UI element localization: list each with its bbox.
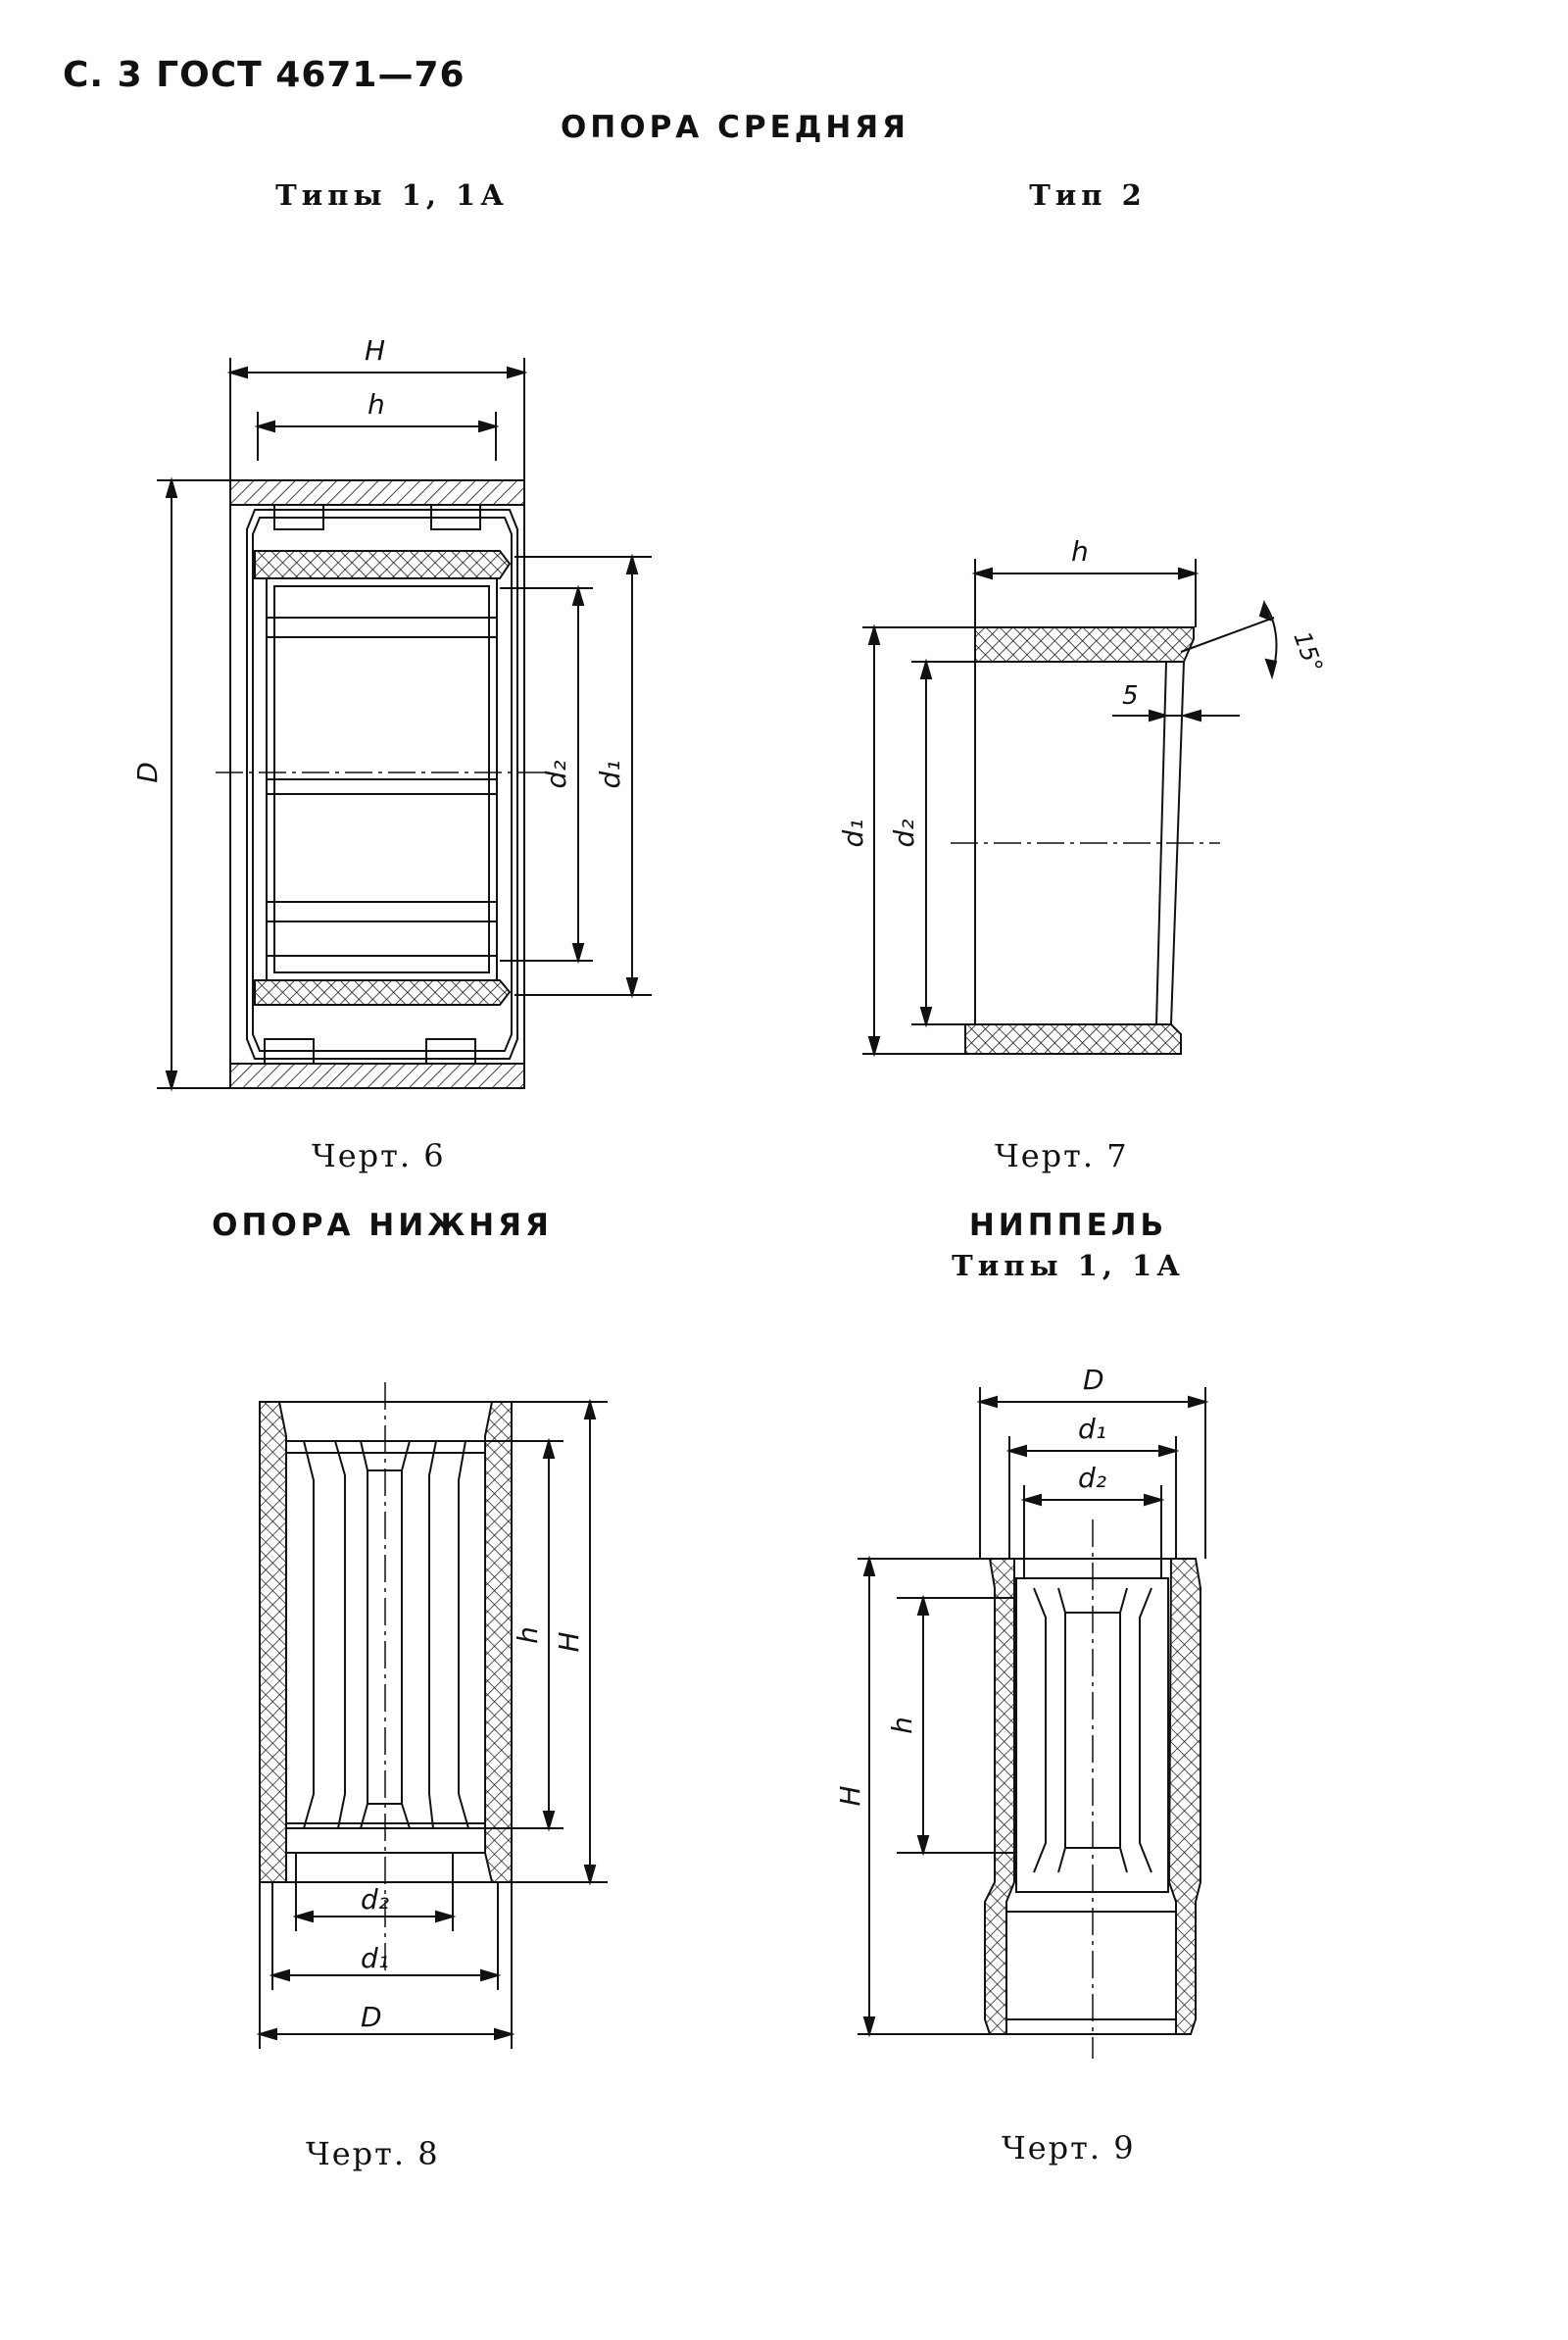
lower-support-title: ОПОРА НИЖНЯЯ — [212, 1208, 553, 1243]
fig9-label-H: H — [834, 1785, 866, 1806]
fig6-label-H: H — [365, 334, 385, 367]
figure-7-caption: Черт. 7 — [995, 1137, 1129, 1174]
middle-support-title: ОПОРА СРЕДНЯЯ — [560, 110, 910, 145]
fig7-label-h: h — [1071, 535, 1089, 568]
nipple-subtitle: Типы 1, 1А — [952, 1249, 1185, 1282]
page-header: С. 3 ГОСТ 4671—76 — [63, 55, 466, 95]
fig9-label-D: D — [1083, 1364, 1104, 1396]
fig9-label-h: h — [886, 1717, 918, 1734]
figure-8-caption: Черт. 8 — [306, 2135, 440, 2172]
fig6-label-d2: d₂ — [540, 761, 572, 789]
fig8-label-h: h — [512, 1626, 544, 1644]
fig6-label-h: h — [368, 388, 385, 421]
middle-support-types-subtitle: Типы 1, 1А — [275, 178, 509, 212]
nipple-title: НИППЕЛЬ — [968, 1208, 1168, 1243]
fig8-label-D: D — [361, 2001, 382, 2033]
fig7-label-d2: d₂ — [888, 820, 920, 848]
fig8-label-d1: d₁ — [361, 1942, 389, 1974]
figure-7-type2-support-drawing: h 5 15° d₁ d₂ — [837, 535, 1328, 1058]
figure-6-caption: Черт. 6 — [312, 1137, 446, 1174]
fig8-label-d2: d₂ — [361, 1883, 389, 1916]
figure-9-caption: Черт. 9 — [1002, 2129, 1136, 2166]
fig7-label-angle: 15° — [1288, 627, 1328, 676]
figure-9-nipple-drawing: D d₁ d₂ H h — [834, 1364, 1209, 2059]
fig6-label-d1: d₁ — [594, 761, 626, 789]
fig9-label-d2: d₂ — [1078, 1462, 1106, 1494]
fig6-label-D: D — [131, 762, 164, 783]
figure-6-middle-support-drawing: H h D d₂ d₁ — [131, 334, 652, 1092]
middle-support-type2-subtitle: Тип 2 — [1029, 178, 1147, 212]
fig7-label-s: 5 — [1122, 681, 1139, 711]
fig9-label-d1: d₁ — [1078, 1413, 1106, 1445]
fig7-label-d1: d₁ — [837, 820, 869, 848]
figure-8-lower-support-drawing: h H d₂ d₁ D — [256, 1382, 608, 2049]
fig8-label-H: H — [553, 1631, 585, 1652]
